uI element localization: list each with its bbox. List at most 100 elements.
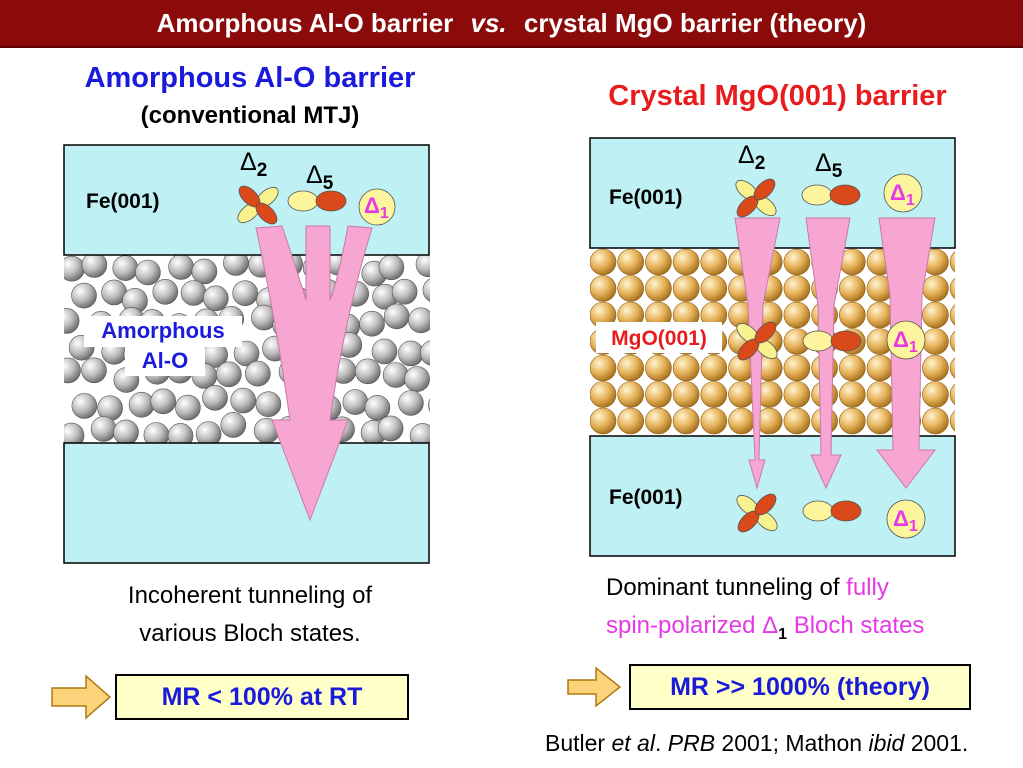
- right-mid-d-orbital-icon: [736, 321, 778, 361]
- al-o-atom: [354, 358, 381, 385]
- citation: Butler et al. PRB 2001; Mathon ibid 2001…: [545, 730, 969, 756]
- mgo-atom: [866, 301, 894, 329]
- left-barrier: [64, 255, 430, 443]
- left-barrier-label-bg-2: [125, 346, 205, 376]
- al-o-atom: [404, 366, 430, 392]
- mgo-atom: [672, 275, 700, 302]
- al-o-atom: [377, 415, 404, 442]
- mgo-atom: [617, 381, 645, 408]
- left-delta5-symbol: Δ5: [306, 161, 334, 194]
- mgo-atom: [838, 381, 866, 408]
- right-delta5-symbol: Δ5: [815, 149, 843, 182]
- al-o-atom: [167, 423, 194, 443]
- left-caption-line2: various Bloch states.: [139, 620, 361, 647]
- right-top-s-orbital-icon: [883, 173, 923, 213]
- right-mid-p-orbital-icon: [802, 330, 862, 352]
- mgo-atom: [645, 381, 672, 408]
- mgo-atom: [700, 354, 728, 382]
- right-fe-bottom-label: Fe(001): [609, 486, 683, 509]
- al-o-atom: [81, 255, 108, 278]
- mgo-atom: [783, 407, 811, 435]
- al-o-atom: [64, 357, 81, 384]
- mgo-atom: [700, 275, 728, 302]
- mgo-atom: [700, 407, 728, 435]
- right-barrier-label: MgO(001): [611, 327, 707, 350]
- al-o-atom: [81, 357, 107, 384]
- al-o-atom: [191, 258, 218, 285]
- right-title: Crystal MgO(001) barrier: [608, 80, 947, 112]
- al-o-atom: [64, 255, 85, 282]
- left-d-orbital-icon: [237, 185, 279, 225]
- al-o-atom: [408, 307, 430, 334]
- right-top-delta1-symbol: Δ1: [890, 180, 915, 209]
- al-o-atom: [383, 303, 410, 330]
- mgo-atom: [645, 275, 672, 302]
- mgo-atom: [617, 354, 645, 382]
- al-o-atom: [168, 255, 194, 280]
- right-mid-delta1-symbol: Δ1: [893, 327, 918, 356]
- left-tunneling-arrow: [255, 225, 373, 522]
- right-bottom-p-orbital-icon: [802, 500, 862, 522]
- right-bottom-s-orbital-icon: [886, 499, 926, 539]
- right-fe-top-label: Fe(001): [609, 186, 683, 209]
- al-o-atom: [152, 278, 179, 305]
- left-mr-box: MR < 100% at RT: [115, 674, 409, 720]
- right-top-p-orbital-icon: [801, 184, 861, 206]
- mgo-atom: [922, 354, 949, 382]
- al-o-atom: [378, 255, 405, 281]
- mgo-atom: [700, 381, 728, 408]
- al-o-atom: [420, 340, 430, 366]
- mgo-atom: [783, 381, 811, 408]
- mgo-atom: [922, 275, 949, 302]
- left-p-orbital-icon: [287, 190, 347, 212]
- mgo-atom: [617, 275, 645, 302]
- mgo-atom: [949, 330, 955, 353]
- al-o-atom: [64, 308, 80, 334]
- right-right-arrow-icon: [567, 666, 622, 708]
- mgo-atom: [728, 407, 755, 435]
- mgo-atom: [645, 248, 672, 276]
- al-o-atom: [391, 278, 418, 305]
- mgo-atom: [838, 275, 866, 302]
- al-o-atom: [64, 422, 85, 443]
- delta2-arrow: [734, 217, 781, 490]
- al-o-atom: [195, 421, 222, 443]
- al-o-atom: [230, 387, 256, 414]
- mgo-atom: [922, 301, 949, 329]
- mgo-atom: [838, 354, 866, 382]
- al-o-atom: [398, 340, 424, 367]
- mgo-atom: [866, 407, 894, 435]
- left-fe-label: Fe(001): [86, 190, 160, 213]
- left-barrier-label-2: Al-O: [142, 348, 188, 373]
- al-o-atom: [364, 394, 391, 421]
- mgo-atom: [922, 328, 949, 355]
- mgo-atom: [590, 381, 617, 408]
- mgo-atom: [672, 354, 700, 382]
- banner-part1: Amorphous Al-O barrier: [156, 8, 454, 38]
- left-delta1-symbol: Δ1: [364, 193, 389, 222]
- mgo-atom: [700, 248, 728, 276]
- al-o-atom: [135, 259, 161, 286]
- mgo-atom: [866, 354, 894, 382]
- mgo-atom: [645, 354, 672, 382]
- left-caption-line1: Incoherent tunneling of: [127, 582, 373, 609]
- mgo-atom: [838, 407, 866, 435]
- al-o-atom: [255, 391, 282, 418]
- al-o-atom: [220, 412, 247, 438]
- al-o-atom: [175, 394, 201, 421]
- left-subtitle: (conventional MTJ): [140, 102, 360, 129]
- al-o-atom: [244, 360, 271, 387]
- left-s-orbital-icon: [358, 188, 396, 226]
- title-banner: Amorphous Al-O barrier vs. crystal MgO b…: [0, 0, 1023, 48]
- mgo-atom: [838, 301, 866, 329]
- mgo-atom: [949, 410, 955, 432]
- al-o-atom: [232, 280, 258, 307]
- al-o-atom: [422, 278, 430, 302]
- al-o-atom: [371, 338, 398, 365]
- al-o-atom: [112, 255, 139, 281]
- mgo-atom: [783, 275, 811, 302]
- banner-part2: crystal MgO barrier (theory): [523, 8, 867, 38]
- mgo-atom: [949, 304, 955, 326]
- al-o-atom: [233, 340, 260, 367]
